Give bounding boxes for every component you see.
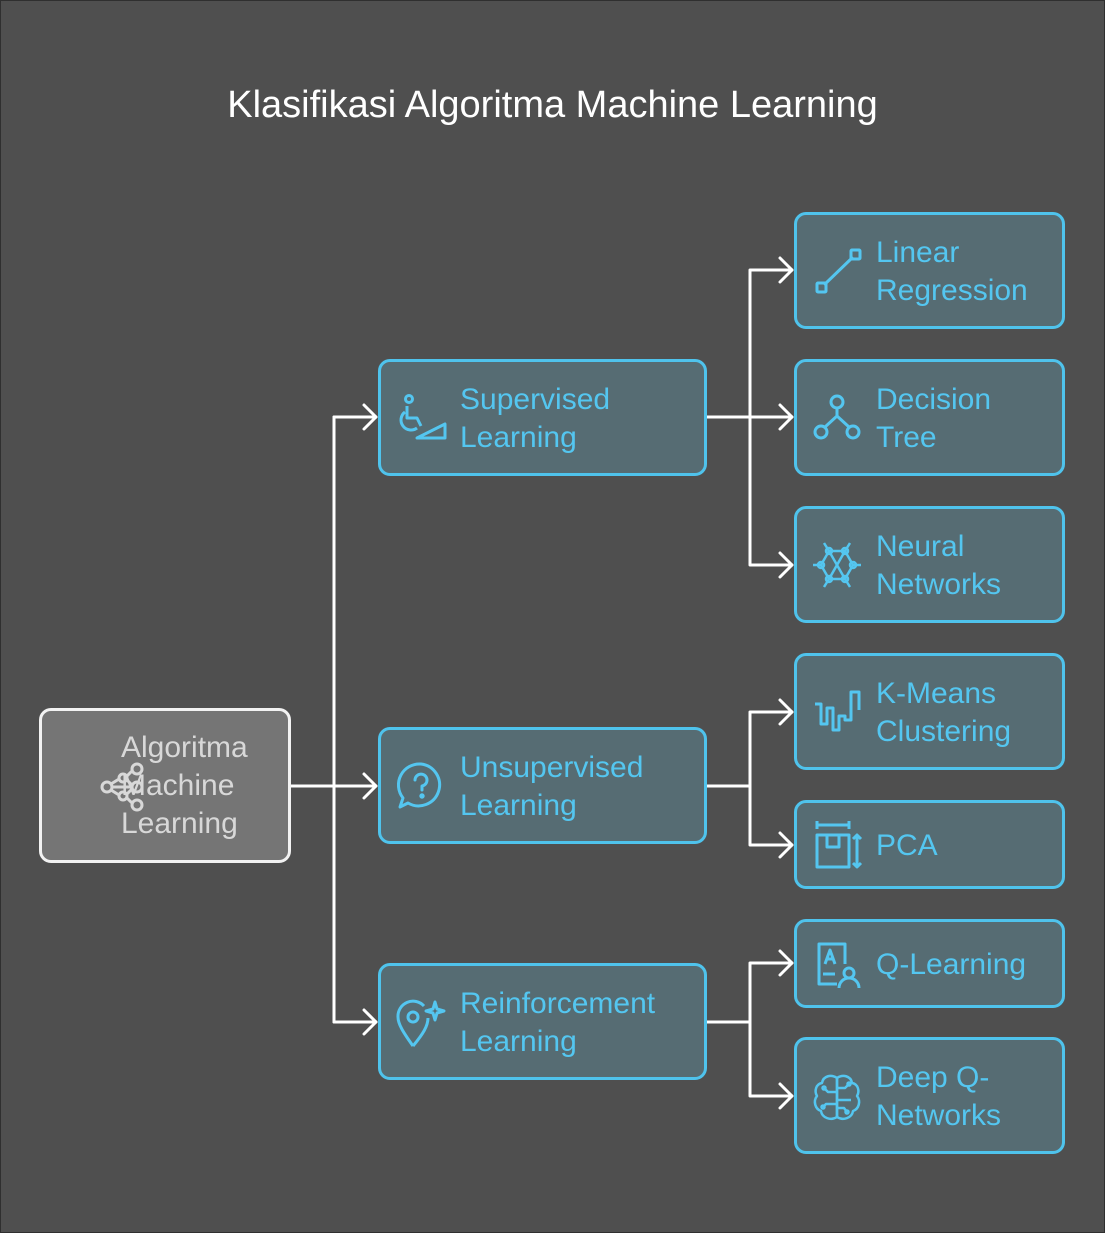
line-segment-icon: [811, 245, 863, 297]
connector-unsupervised-children: [704, 710, 794, 847]
node-neural-networks[interactable]: Neural Networks: [794, 506, 1065, 623]
deep-q-label-line-1: Deep Q-: [876, 1061, 990, 1094]
root-label-line-1: Algoritma: [121, 731, 248, 764]
node-linear-regression[interactable]: Linear Regression: [794, 212, 1065, 329]
reinforcement-label-line-1: Reinforcement: [460, 987, 656, 1020]
decision-tree-label-line-2: Tree: [876, 421, 937, 454]
k-means-label-line-2: Clustering: [876, 715, 1012, 748]
connector-supervised-children: [704, 268, 794, 567]
supervised-label-line-1: Supervised: [460, 383, 611, 416]
location-sparkle-icon: [395, 996, 447, 1048]
q-learning-label: Q-Learning: [876, 948, 1027, 981]
node-pca[interactable]: PCA: [794, 800, 1065, 889]
linear-regression-label-line-2: Regression: [876, 274, 1028, 307]
node-algoritma-machine-learning[interactable]: Algoritma Machine Learning: [39, 708, 291, 863]
supervised-label-line-2: Learning: [460, 421, 577, 454]
dimension-box-icon: [811, 819, 863, 871]
unsupervised-label-line-1: Unsupervised: [460, 751, 644, 784]
linear-regression-label-line-1: Linear: [876, 236, 960, 269]
connector-reinforcement-children: [704, 961, 794, 1098]
node-deep-q-networks[interactable]: Deep Q- Networks: [794, 1037, 1065, 1154]
decision-tree-label-line-1: Decision: [876, 383, 992, 416]
unsupervised-label-line-2: Learning: [460, 789, 577, 822]
neural-networks-label-line-2: Networks: [876, 568, 1002, 601]
node-supervised-learning[interactable]: Supervised Learning: [378, 359, 707, 476]
node-unsupervised-learning[interactable]: Unsupervised Learning: [378, 727, 707, 844]
diagram-title: Klasifikasi Algoritma Machine Learning: [227, 84, 878, 126]
node-reinforcement-learning[interactable]: Reinforcement Learning: [378, 963, 707, 1080]
root-label-line-2: Machine: [121, 769, 235, 802]
network-hexagon-icon: [811, 539, 863, 591]
root-label-line-3: Learning: [121, 807, 238, 840]
deep-q-label-line-2: Networks: [876, 1099, 1002, 1132]
question-bubble-icon: [395, 760, 447, 812]
pca-label: PCA: [876, 829, 938, 862]
k-means-label-line-1: K-Means: [876, 677, 997, 710]
learner-card-icon: [811, 940, 863, 992]
reinforcement-label-line-2: Learning: [460, 1025, 577, 1058]
tree-nodes-icon: [811, 392, 863, 444]
connector-root: [288, 415, 336, 1024]
waveform-icon: [811, 686, 863, 738]
node-decision-tree[interactable]: Decision Tree: [794, 359, 1065, 476]
brain-circuit-icon: [811, 1072, 863, 1124]
node-k-means-clustering[interactable]: K-Means Clustering: [794, 653, 1065, 770]
node-q-learning[interactable]: Q-Learning: [794, 919, 1065, 1008]
share-nodes-icon: [97, 761, 149, 813]
wheelchair-ramp-icon: [395, 392, 447, 444]
neural-networks-label-line-1: Neural: [876, 530, 965, 563]
